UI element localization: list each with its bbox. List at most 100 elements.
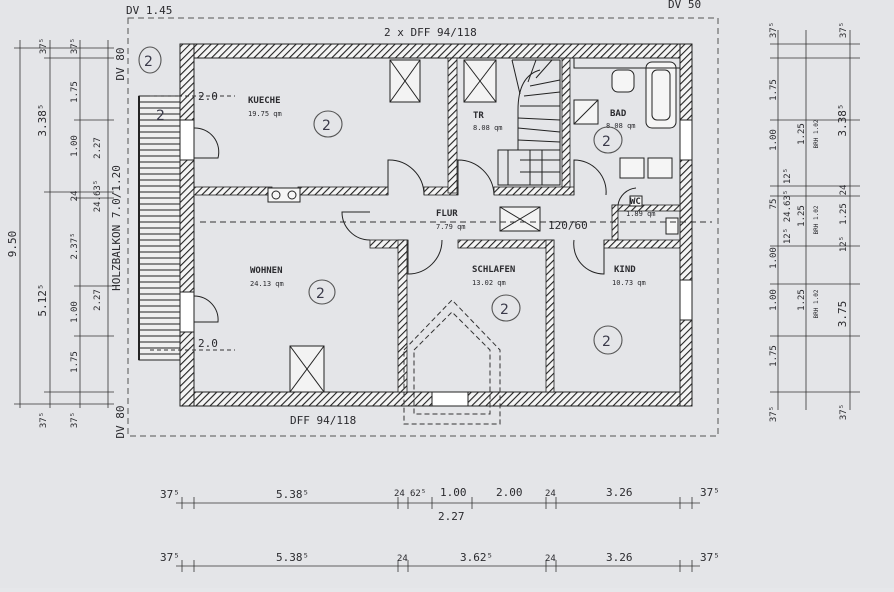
dim-bottom2-4: 3.62⁵ (460, 551, 493, 564)
dim-right-a-6: 1.00 (769, 289, 779, 311)
room-area-schlafen: 13.02 qm (472, 279, 506, 287)
dim-left-inner2-1: 2.27 (93, 137, 103, 159)
hand-mark-7: 2 (156, 108, 165, 124)
dim-right-c-2: 3.38⁵ (836, 103, 849, 136)
dim-right-d-3: 12⁵ (783, 228, 793, 244)
skylights (289, 59, 541, 393)
dim-right-d-2: 24.63⁵ (783, 190, 793, 223)
room-name-flur: FLUR (436, 209, 458, 219)
dim-left-a: 3.38⁵ (36, 103, 49, 136)
balcony-depth-top: 2.0 (198, 90, 218, 103)
dim-right-b-3: 1.25 (797, 205, 807, 227)
dv-bottom-left-label: DV 80 (114, 405, 127, 438)
room-name-tr: TR (473, 111, 484, 121)
dim-bottom1-8: 3.26 (606, 486, 633, 499)
dim-right-d-1: 12⁵ (783, 168, 793, 184)
dim-bottom1-5: 1.00 (440, 486, 467, 499)
dim-left-inner-2: 1.75 (70, 81, 80, 103)
dim-left-inner-1: 37⁵ (70, 38, 80, 54)
room-area-wohnen: 24.13 qm (250, 280, 284, 288)
room-area-tr: 8.08 qm (473, 124, 503, 132)
dim-right-c-4: 1.25 (839, 203, 849, 225)
room-name-kind: KIND (614, 265, 636, 275)
hand-mark-4: 2 (316, 286, 325, 302)
dim-bottom1-1: 37⁵ (160, 488, 180, 501)
dv-top-right-label: DV 50 (668, 0, 701, 11)
dim-bottom1-10: 2.27 (438, 510, 465, 523)
hand-mark-6: 2 (602, 334, 611, 350)
room-name-wohnen: WOHNEN (250, 266, 283, 276)
balcony-label: HOLZBALKON 7.0/1.20 (110, 165, 123, 291)
room-area-wc: 1.89 qm (626, 210, 656, 218)
dim-bottom1-6: 2.00 (496, 486, 523, 499)
dim-left-inner-5: 2.37⁵ (70, 232, 80, 259)
dim-right-c-5: 12⁵ (839, 236, 849, 252)
room-area-kueche: 19.75 qm (248, 110, 282, 118)
dim-bottom2-1: 37⁵ (160, 551, 180, 564)
dim-left-inner-4: 24 (70, 191, 80, 202)
dim-bottom1-9: 37⁵ (700, 486, 720, 499)
dim-right-c-6: 3.75 (836, 301, 849, 328)
dim-bottom1-7: 24 (545, 489, 556, 499)
dim-right-c-3: 24 (839, 185, 849, 196)
dim-left-inner-6: 1.00 (70, 301, 80, 323)
roof-outline (127, 17, 719, 437)
hand-mark-5: 2 (500, 302, 509, 318)
room-name-kueche: KUECHE (248, 96, 281, 106)
dim-right-a-8: 37⁵ (769, 406, 779, 422)
dim-right-a-7: 1.75 (769, 345, 779, 367)
hand-mark-2: 2 (322, 118, 331, 134)
room-area-flur: 7.79 qm (436, 223, 466, 231)
dim-right-b-1: 1.25 (797, 123, 807, 145)
hand-mark-3: 2 (602, 134, 611, 150)
dim-bottom1-4: 62⁵ (410, 489, 426, 499)
dim-bottom1-2: 5.38⁵ (276, 488, 309, 501)
dim-bottom2-7: 37⁵ (700, 551, 720, 564)
dim-line-bottom-2 (176, 560, 700, 572)
dim-left-far-2: 37⁵ (39, 412, 49, 428)
dim-bottom2-6: 3.26 (606, 551, 633, 564)
dim-right-a-4: 75 (769, 199, 779, 210)
top-window-note: 2 x DFF 94/118 (384, 26, 477, 39)
room-name-wc: WC (630, 197, 641, 207)
room-area-kind: 10.73 qm (612, 279, 646, 287)
dim-bottom1-3: 24 (394, 489, 405, 499)
bath-fixtures (573, 57, 681, 235)
windows (179, 119, 693, 407)
staircase (497, 59, 561, 186)
dim-left-total: 9.50 (6, 231, 19, 258)
dv-top-left-label: DV 80 (114, 47, 127, 80)
dim-left-inner-3: 1.00 (70, 135, 80, 157)
balcony (138, 95, 181, 361)
dim-bottom2-5: 24 (545, 554, 556, 564)
dim-right-b-5: 1.25 (797, 289, 807, 311)
dim-right-a-1: 37⁵ (769, 22, 779, 38)
dim-right-a-2: 1.75 (769, 79, 779, 101)
dv-top-label: DV 1.45 (126, 4, 172, 17)
dim-right-a-5: 1.00 (769, 247, 779, 269)
dim-left-inner-7: 1.75 (70, 351, 80, 373)
interior-walls (193, 57, 681, 393)
dim-right-a-3: 1.00 (769, 129, 779, 151)
room-name-schlafen: SCHLAFEN (472, 265, 515, 275)
dim-right-b-4: BRH 1.02 (813, 205, 820, 234)
dim-right-c-1: 37⁵ (839, 22, 849, 38)
dim-bottom2-2: 5.38⁵ (276, 551, 309, 564)
balcony-depth-bottom: 2.0 (198, 337, 218, 350)
dim-left-inner2-2: 24.63⁵ (93, 180, 103, 213)
dormer (403, 299, 501, 425)
room-area-bad: 8.08 qm (606, 122, 636, 130)
dim-bottom2-3: 24 (397, 554, 408, 564)
dim-right-b-2: BRH 1.02 (813, 119, 820, 148)
dim-left-inner-8: 37⁵ (70, 412, 80, 428)
bottom-window-note: DFF 94/118 (290, 414, 356, 427)
hand-marks (138, 46, 623, 355)
dim-left-far-1: 37⁵ (39, 38, 49, 54)
hand-mark-1: 2 (144, 54, 153, 70)
opening-label: 120/60 (548, 219, 588, 232)
dim-right-b-6: BRH 1.02 (813, 289, 820, 318)
dim-lines-left (14, 40, 114, 408)
dim-left-b: 5.12⁵ (36, 283, 49, 316)
